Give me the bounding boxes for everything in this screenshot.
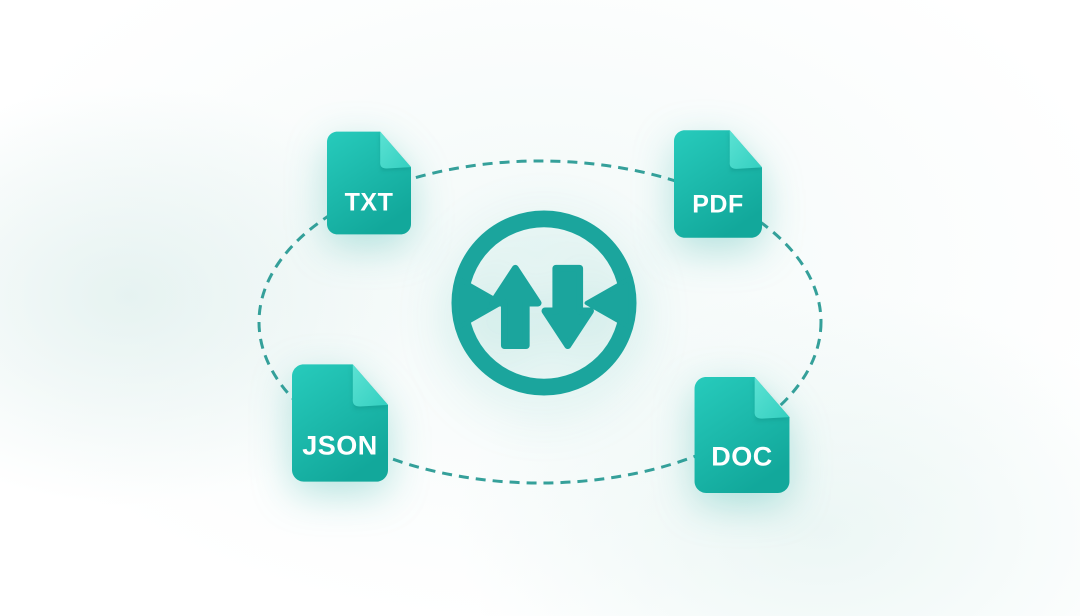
file-icon-txt: TXT [327,130,411,236]
document-icon [327,131,411,235]
sync-arrows-icon [451,210,637,396]
document-icon [674,130,762,238]
document-icon [694,377,790,493]
file-label-pdf: PDF [692,190,744,219]
file-icon-json: JSON [292,363,388,483]
file-icon-doc: DOC [694,377,790,493]
document-icon [292,364,388,482]
file-label-json: JSON [302,430,378,461]
sync-transfer-icon [450,209,638,397]
file-label-txt: TXT [344,188,394,217]
file-label-doc: DOC [711,441,773,472]
file-icon-pdf: PDF [674,130,762,238]
